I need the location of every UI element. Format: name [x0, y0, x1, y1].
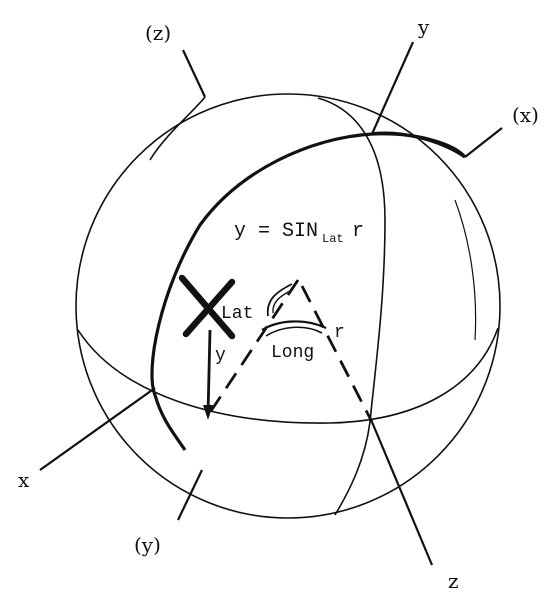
z-bottom-axis-line	[370, 421, 434, 566]
formula-prefix: y = SIN	[234, 220, 318, 243]
y-top-axis-line	[370, 41, 415, 135]
label-lat: Lat	[221, 304, 253, 324]
label-long: Long	[271, 343, 314, 363]
upper-right-arc	[371, 132, 467, 159]
vertical-meridian	[317, 97, 386, 516]
equator-curve	[77, 327, 499, 424]
sphere-outline	[75, 93, 501, 519]
x-left-axis-line	[39, 387, 156, 471]
cross-mark-stroke-b	[182, 278, 236, 338]
z-paren-axis-line	[182, 49, 206, 98]
long-angle-arc-inner	[265, 326, 323, 337]
formula-subscript: Lat	[322, 232, 344, 246]
label-r: r	[334, 323, 345, 343]
label-x-left: x	[18, 468, 30, 492]
y-paren-axis-line	[177, 469, 203, 521]
long-angle-arc	[261, 320, 327, 331]
y-segment-line	[206, 329, 212, 416]
y-segment-arrowhead	[203, 405, 213, 420]
lat-angle-arc-inner	[272, 289, 293, 314]
label-y-segment: y	[215, 346, 226, 366]
label-y-top: y	[417, 15, 430, 39]
label-z-paren: (z)	[145, 21, 171, 45]
label-z-bottom: z	[448, 569, 459, 593]
lat-angle-arc	[266, 283, 293, 317]
label-y-paren: (y)	[134, 533, 161, 557]
back-meridian	[149, 96, 206, 161]
dashed-line-right	[300, 285, 374, 423]
x-paren-axis-line	[464, 127, 503, 158]
bold-great-circle	[150, 131, 466, 451]
right-meridian	[454, 199, 477, 341]
dashed-line-left	[203, 279, 300, 421]
label-x-paren: (x)	[512, 103, 539, 127]
formula-suffix: r	[352, 220, 364, 243]
